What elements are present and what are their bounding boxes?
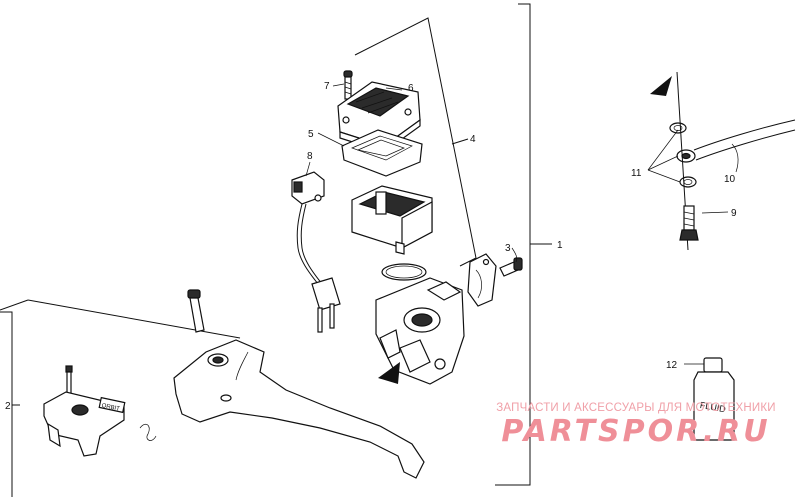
callout-4: 4 xyxy=(470,134,476,145)
screw-part-7 xyxy=(343,70,353,100)
master-cylinder-housing xyxy=(375,277,465,385)
bracket-assembly-1 xyxy=(495,3,552,486)
handlebar-clamp xyxy=(467,253,497,307)
watermark-caption: ЗАПЧАСТИ И АКСЕССУАРЫ ДЛЯ МОТОТЕХНИКИ xyxy=(496,402,776,414)
callout-3: 3 xyxy=(505,243,511,254)
lever-pivot-bolt xyxy=(187,289,205,333)
direction-arrows xyxy=(378,76,672,384)
brake-hose-part-10 xyxy=(693,119,796,161)
callout-numbers: 1 2 3 4 5 6 7 8 9 10 11 12 xyxy=(5,81,737,412)
callout-12: 12 xyxy=(666,360,678,371)
callout-1: 1 xyxy=(557,240,563,251)
lever-marking: ORBIT xyxy=(101,403,121,413)
callout-11: 11 xyxy=(631,168,642,179)
lever-adjuster-assembly: ORBIT xyxy=(43,365,157,457)
bleeder-screw-part-9 xyxy=(679,205,699,241)
arrow-icon xyxy=(378,362,400,384)
leader-lines xyxy=(305,83,739,365)
callout-6: 6 xyxy=(408,83,414,94)
brake-switch-part-8 xyxy=(291,171,341,333)
bottle-label: FLUID xyxy=(699,400,727,414)
callout-2: 2 xyxy=(5,401,11,412)
callout-9: 9 xyxy=(731,208,737,219)
callout-7: 7 xyxy=(324,81,330,92)
bracket-assembly-2 xyxy=(0,299,241,497)
brake-lever xyxy=(173,339,425,479)
diaphragm-part-5 xyxy=(341,129,423,177)
callout-10: 10 xyxy=(724,174,736,185)
watermark-logo: PARTSPOR.RU xyxy=(501,414,771,449)
o-ring xyxy=(381,263,427,281)
bracket-assembly-4 xyxy=(354,17,477,267)
callout-8: 8 xyxy=(307,151,313,162)
reservoir-body xyxy=(351,185,433,255)
fluid-bottle-part-12: FLUID xyxy=(693,357,735,441)
callout-5: 5 xyxy=(308,129,314,140)
arrow-icon xyxy=(650,76,672,96)
clamp-bolt-part-3 xyxy=(499,257,523,277)
